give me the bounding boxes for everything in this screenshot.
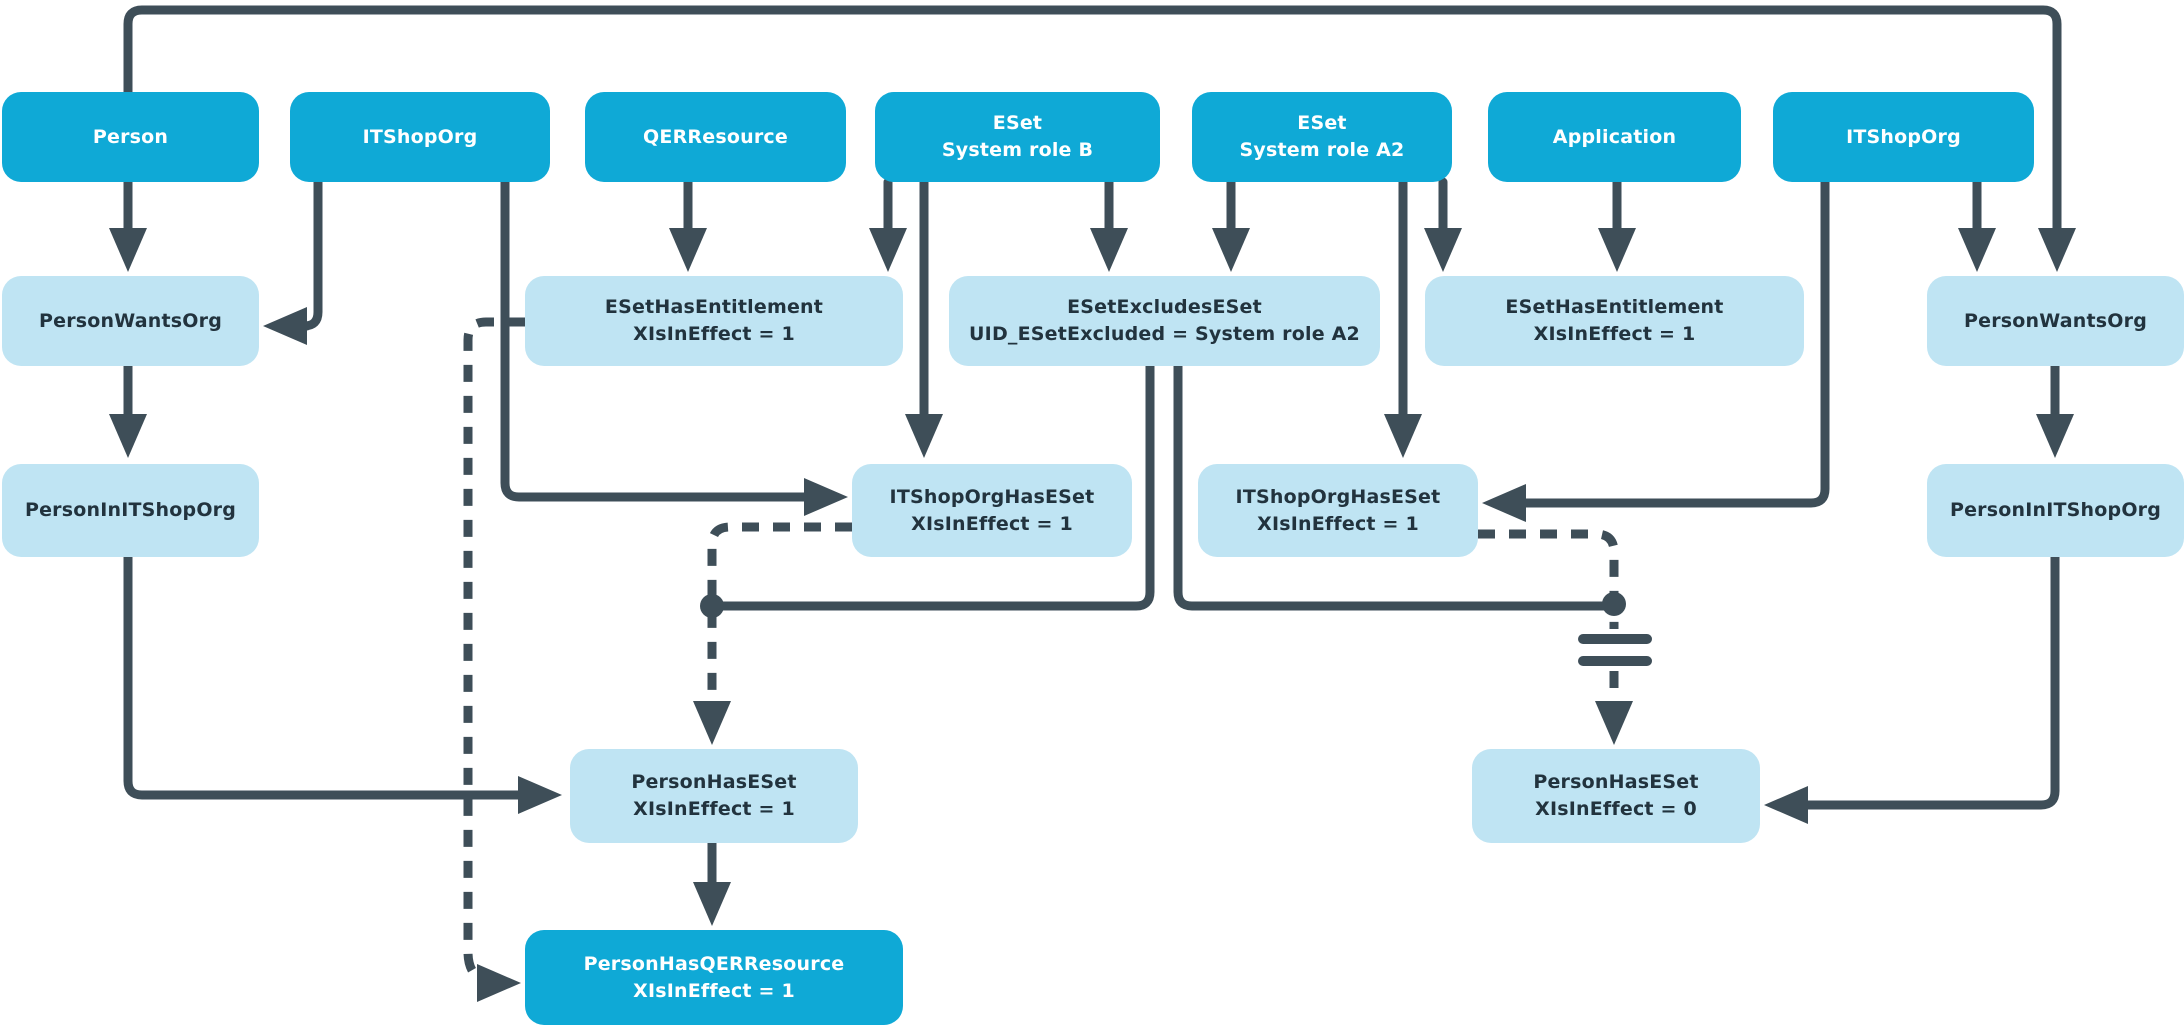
junction-dot bbox=[700, 594, 724, 618]
edge-personinitshoporg-left-to-personhaseset-active bbox=[123, 552, 562, 814]
edge-itshoporg-right-to-itshoporghaseset-right bbox=[1482, 177, 1830, 522]
node-label: Person bbox=[92, 125, 169, 148]
node-label: QERResource bbox=[643, 125, 788, 148]
node-label: ESetHasEntitlement bbox=[604, 296, 824, 318]
node-application[interactable]: Application bbox=[1488, 92, 1741, 182]
node-label: PersonHasESet bbox=[631, 771, 797, 793]
edge-esetexcludeseset-to-junction-right bbox=[1173, 361, 1619, 611]
edge-application-to-esethasentitlement-right bbox=[1598, 177, 1636, 272]
node-sublabel: XIsInEffect = 1 bbox=[633, 798, 795, 820]
edge-person-to-personwantsorg-left bbox=[109, 177, 147, 272]
edge-itshoporg-right-to-personwantsorg-right bbox=[1958, 177, 1996, 272]
node-label: PersonHasQERResource bbox=[583, 952, 845, 975]
node-eset-system-role-b[interactable]: ESet System role B bbox=[875, 92, 1160, 182]
node-label: ITShopOrgHasESet bbox=[889, 485, 1095, 508]
node-personwantsorg-left[interactable]: PersonWantsOrg bbox=[2, 276, 259, 366]
edge-personinitshoporg-right-to-personhaseset-inactive bbox=[1764, 552, 2060, 824]
node-sublabel: System role A2 bbox=[1239, 139, 1405, 161]
node-personhasqerresource[interactable]: PersonHasQERResource XIsInEffect = 1 bbox=[525, 930, 903, 1025]
node-label: ESet bbox=[992, 112, 1043, 134]
node-label: PersonInITShopOrg bbox=[1949, 499, 2162, 521]
edge-eset-b-to-esethasentitlement-left bbox=[869, 177, 907, 272]
edge-personwantsorg-right-to-personinitshoporg-right bbox=[2036, 361, 2074, 458]
node-sublabel: System role B bbox=[941, 139, 1094, 161]
node-label: Application bbox=[1552, 125, 1677, 148]
edge-eset-a2-to-esethasentitlement-right bbox=[1424, 177, 1462, 272]
node-itshoporghaseset-left[interactable]: ITShopOrgHasESet XIsInEffect = 1 bbox=[852, 464, 1132, 557]
node-sublabel: XIsInEffect = 1 bbox=[1257, 512, 1419, 535]
edge-itshoporghaseset-left-to-personhaseset-active-dashed bbox=[693, 522, 852, 745]
node-label: ITShopOrg bbox=[362, 125, 478, 148]
edge-itshoporghaseset-right-to-personhaseset-inactive-dashed bbox=[1478, 529, 1633, 745]
node-label: ESet bbox=[1297, 112, 1347, 134]
edge-person-to-personwantsorg-right-loop bbox=[123, 5, 2076, 272]
node-label: PersonHasESet bbox=[1533, 771, 1699, 793]
edge-eset-b-to-itshoporghaseset-left bbox=[905, 177, 943, 458]
junction-dot bbox=[1602, 592, 1626, 616]
edge-personhaseset-active-to-personhasqerresource bbox=[693, 838, 731, 926]
node-label: ITShopOrgHasESet bbox=[1235, 485, 1441, 508]
edge-esetexcludeseset-to-junction-left bbox=[707, 361, 1155, 611]
node-personhaseset-inactive[interactable]: PersonHasESet XIsInEffect = 0 bbox=[1472, 749, 1760, 843]
node-label: PersonWantsOrg bbox=[1963, 309, 2147, 332]
node-eset-system-role-a2[interactable]: ESet System role A2 bbox=[1192, 92, 1452, 182]
node-label: PersonWantsOrg bbox=[38, 309, 222, 332]
node-person[interactable]: Person bbox=[2, 92, 259, 182]
node-sublabel: XIsInEffect = 1 bbox=[1533, 323, 1696, 345]
node-esethasentitlement-left[interactable]: ESetHasEntitlement XIsInEffect = 1 bbox=[525, 276, 903, 366]
node-itshoporg-left[interactable]: ITShopOrg bbox=[290, 92, 550, 182]
node-personinitshoporg-left[interactable]: PersonInITShopOrg bbox=[2, 464, 259, 557]
node-esetexcludeseset[interactable]: ESetExcludesESet UID_ESetExcluded = Syst… bbox=[949, 276, 1380, 366]
node-personwantsorg-right[interactable]: PersonWantsOrg bbox=[1927, 276, 2184, 366]
node-itshoporghaseset-right[interactable]: ITShopOrgHasESet XIsInEffect = 1 bbox=[1198, 464, 1478, 557]
inhibit-symbol bbox=[1578, 634, 1652, 666]
node-esethasentitlement-right[interactable]: ESetHasEntitlement XIsInEffect = 1 bbox=[1425, 276, 1804, 366]
node-label: PersonInITShopOrg bbox=[24, 499, 237, 521]
node-sublabel: UID_ESetExcluded = System role A2 bbox=[969, 323, 1360, 345]
edge-eset-a2-to-itshoporghaseset-right bbox=[1384, 177, 1422, 458]
node-sublabel: XIsInEffect = 1 bbox=[633, 323, 795, 345]
edge-qerresource-to-esethasentitlement-left bbox=[669, 177, 707, 272]
node-label: ESetExcludesESet bbox=[1067, 296, 1262, 318]
node-sublabel: XIsInEffect = 0 bbox=[1535, 798, 1697, 820]
node-personinitshoporg-right[interactable]: PersonInITShopOrg bbox=[1927, 464, 2184, 557]
node-qerresource[interactable]: QERResource bbox=[585, 92, 846, 182]
node-label: ESetHasEntitlement bbox=[1505, 296, 1724, 318]
edge-itshoporg-left-to-personwantsorg-left bbox=[263, 177, 323, 345]
node-label: ITShopOrg bbox=[1846, 125, 1961, 148]
edge-esethasentitlement-left-to-personhasqerresource-dashed bbox=[463, 317, 525, 1002]
edge-personwantsorg-left-to-personinitshoporg-left bbox=[109, 361, 147, 458]
node-personhaseset-active[interactable]: PersonHasESet XIsInEffect = 1 bbox=[570, 749, 858, 843]
node-sublabel: XIsInEffect = 1 bbox=[911, 512, 1073, 535]
edge-eset-b-to-esetexcludeseset bbox=[1090, 177, 1128, 272]
edge-itshoporg-left-to-itshoporghaseset-left bbox=[500, 177, 848, 516]
node-itshoporg-right[interactable]: ITShopOrg bbox=[1773, 92, 2034, 182]
node-sublabel: XIsInEffect = 1 bbox=[633, 979, 795, 1002]
edge-eset-a2-to-esetexcludeseset bbox=[1212, 177, 1250, 272]
